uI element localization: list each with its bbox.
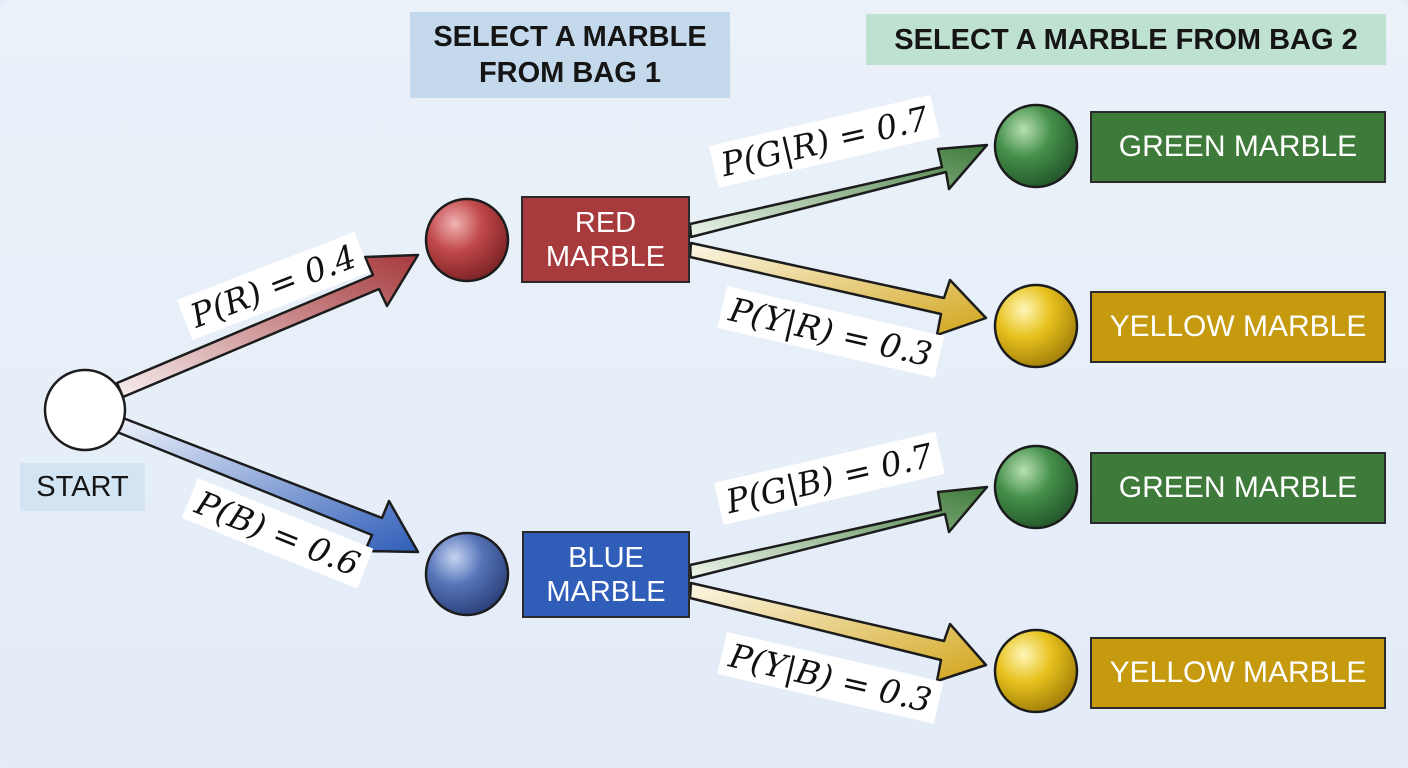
start-node [43, 368, 127, 452]
arrow-to-red [115, 253, 420, 399]
red-marble-label: RED MARBLE [545, 206, 666, 273]
header-bag-2-text: SELECT A MARBLE FROM BAG 2 [894, 23, 1358, 56]
header-bag-1-text: SELECT A MARBLE FROM BAG 1 [433, 21, 707, 89]
arrow-red-to-yellow [688, 241, 988, 337]
yellow-marble-ball-1 [993, 283, 1079, 369]
blue-marble-ball [424, 531, 510, 617]
header-bag-1: SELECT A MARBLE FROM BAG 1 [410, 12, 730, 98]
green-marble-box-1: GREEN MARBLE [1090, 111, 1386, 183]
yellow-marble-box-1: YELLOW MARBLE [1090, 291, 1386, 363]
green-marble-ball-1 [993, 103, 1079, 189]
yellow-marble-box-2: YELLOW MARBLE [1090, 637, 1386, 709]
arrow-blue-to-yellow [688, 581, 988, 683]
red-marble-ball [424, 197, 510, 283]
arrow-red-to-green [688, 143, 989, 239]
red-marble-box: RED MARBLE [521, 196, 690, 283]
green-marble-label-1: GREEN MARBLE [1118, 130, 1358, 163]
blue-marble-box: BLUE MARBLE [522, 531, 690, 618]
header-bag-2: SELECT A MARBLE FROM BAG 2 [866, 14, 1386, 65]
yellow-marble-label-2: YELLOW MARBLE [1109, 656, 1367, 689]
green-marble-box-2: GREEN MARBLE [1090, 452, 1386, 524]
green-marble-label-2: GREEN MARBLE [1118, 471, 1358, 504]
arrow-to-blue [115, 416, 420, 554]
yellow-marble-ball-2 [993, 628, 1079, 714]
yellow-marble-label-1: YELLOW MARBLE [1109, 310, 1367, 343]
arrow-blue-to-green [688, 485, 989, 580]
blue-marble-label: BLUE MARBLE [546, 541, 666, 608]
start-label: START [20, 463, 145, 511]
green-marble-ball-2 [993, 444, 1079, 530]
